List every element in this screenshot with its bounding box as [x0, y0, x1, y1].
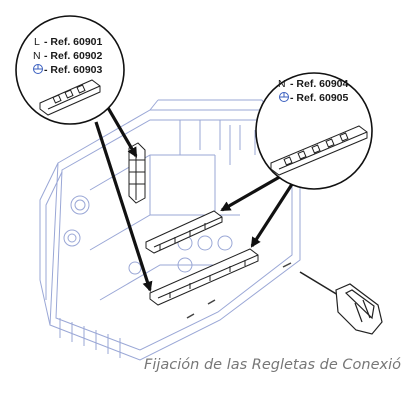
- terminal-block-small: [39, 79, 101, 116]
- callout-left-ref-2: - Ref. 60902: [44, 50, 103, 62]
- callout-left: L - Ref. 60901 N - Ref. 60902 - Ref. 609…: [15, 15, 125, 125]
- callout-left-code-2: N: [33, 50, 41, 62]
- terminal-strip-vertical: [128, 142, 146, 204]
- enclosure-box: [39, 99, 301, 361]
- callout-left-code-1: L: [34, 36, 40, 48]
- terminal-strip-middle: [145, 210, 223, 254]
- arrow-to-middle-strip: [220, 173, 284, 212]
- callout-right: N - Ref. 60904 - Ref. 60905: [255, 72, 373, 190]
- callout-right-code-1: N: [278, 78, 286, 90]
- callout-right-ref-1: - Ref. 60904: [290, 78, 349, 90]
- figure-caption: Fijación de las Regletas de Conexió: [144, 357, 401, 373]
- earth-ground-icon: [279, 92, 289, 102]
- terminal-block-long: [270, 125, 368, 176]
- callout-left-ref-1: - Ref. 60901: [44, 36, 103, 48]
- callout-left-ref-3: - Ref. 60903: [44, 64, 103, 76]
- arrows: [94, 105, 298, 292]
- callout-right-ref-2: - Ref. 60905: [290, 92, 349, 104]
- earth-ground-icon: [33, 64, 43, 74]
- arrow-to-bottom-strip-right: [250, 177, 298, 248]
- arrow-to-vertical-strip: [105, 105, 138, 158]
- screwdriver-icon: [299, 271, 383, 335]
- screws: [186, 262, 292, 319]
- arrow-to-bottom-strip-left: [94, 121, 153, 292]
- terminal-strip-bottom: [149, 248, 259, 306]
